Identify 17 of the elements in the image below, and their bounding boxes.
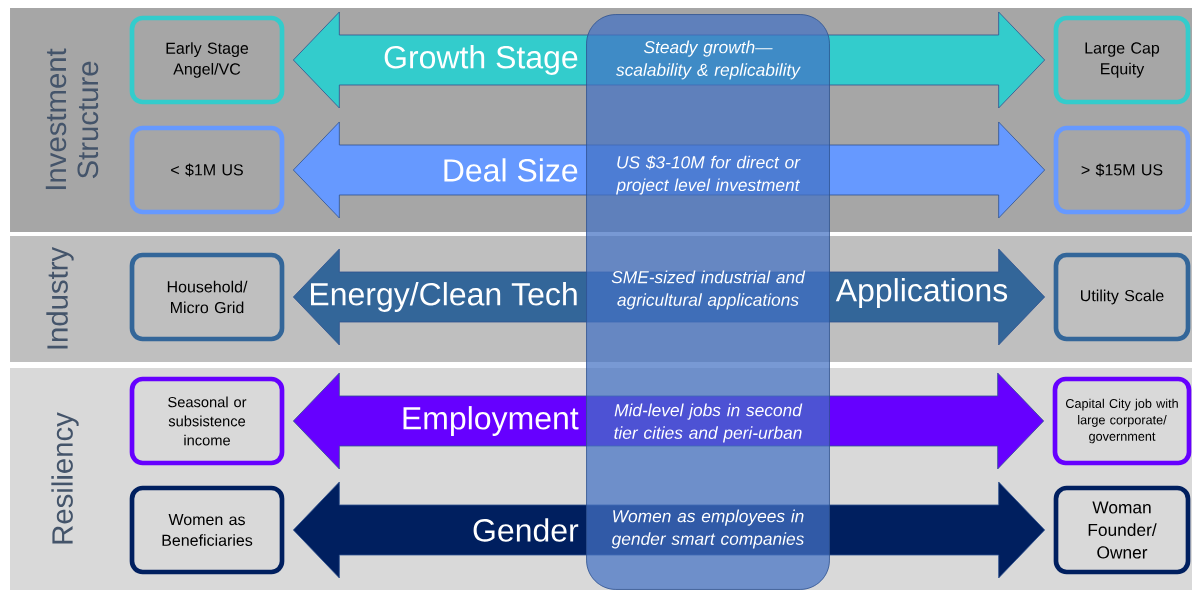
rounded-box: Women as Beneficiaries bbox=[129, 485, 285, 575]
rounded-box: < $1M US bbox=[129, 125, 285, 215]
rounded-box: Woman Founder/ Owner bbox=[1053, 485, 1191, 575]
arrow-label: Gender bbox=[473, 518, 579, 542]
arrow-label: Growth Stage bbox=[384, 45, 578, 75]
arrow-label: Employment bbox=[403, 406, 579, 436]
rounded-box: > $15M US bbox=[1053, 125, 1191, 215]
arrow-label: Deal Size bbox=[444, 158, 578, 182]
rounded-box: Early Stage Angel/VC bbox=[129, 15, 285, 105]
rounded-box: Household/ Micro Grid bbox=[129, 252, 285, 342]
arrow-label: Applications bbox=[835, 278, 1008, 308]
rounded-box: Seasonal or subsistence income bbox=[129, 376, 285, 466]
rounded-box: Capital City job with large corporate/ government bbox=[1052, 376, 1192, 466]
arrow-label: Energy/Clean Tech bbox=[311, 282, 577, 312]
overlay-panel: Steady growth— scalability & replicability US $3-10M for direct or project level investment SME-sized industrial and agricultural applications Mid-level jobs in second tier cities and peri-urban Women as employees in gender smart companies bbox=[586, 14, 830, 590]
rounded-box: Large Cap Equity bbox=[1053, 15, 1191, 105]
rounded-box: Utility Scale bbox=[1053, 252, 1191, 342]
